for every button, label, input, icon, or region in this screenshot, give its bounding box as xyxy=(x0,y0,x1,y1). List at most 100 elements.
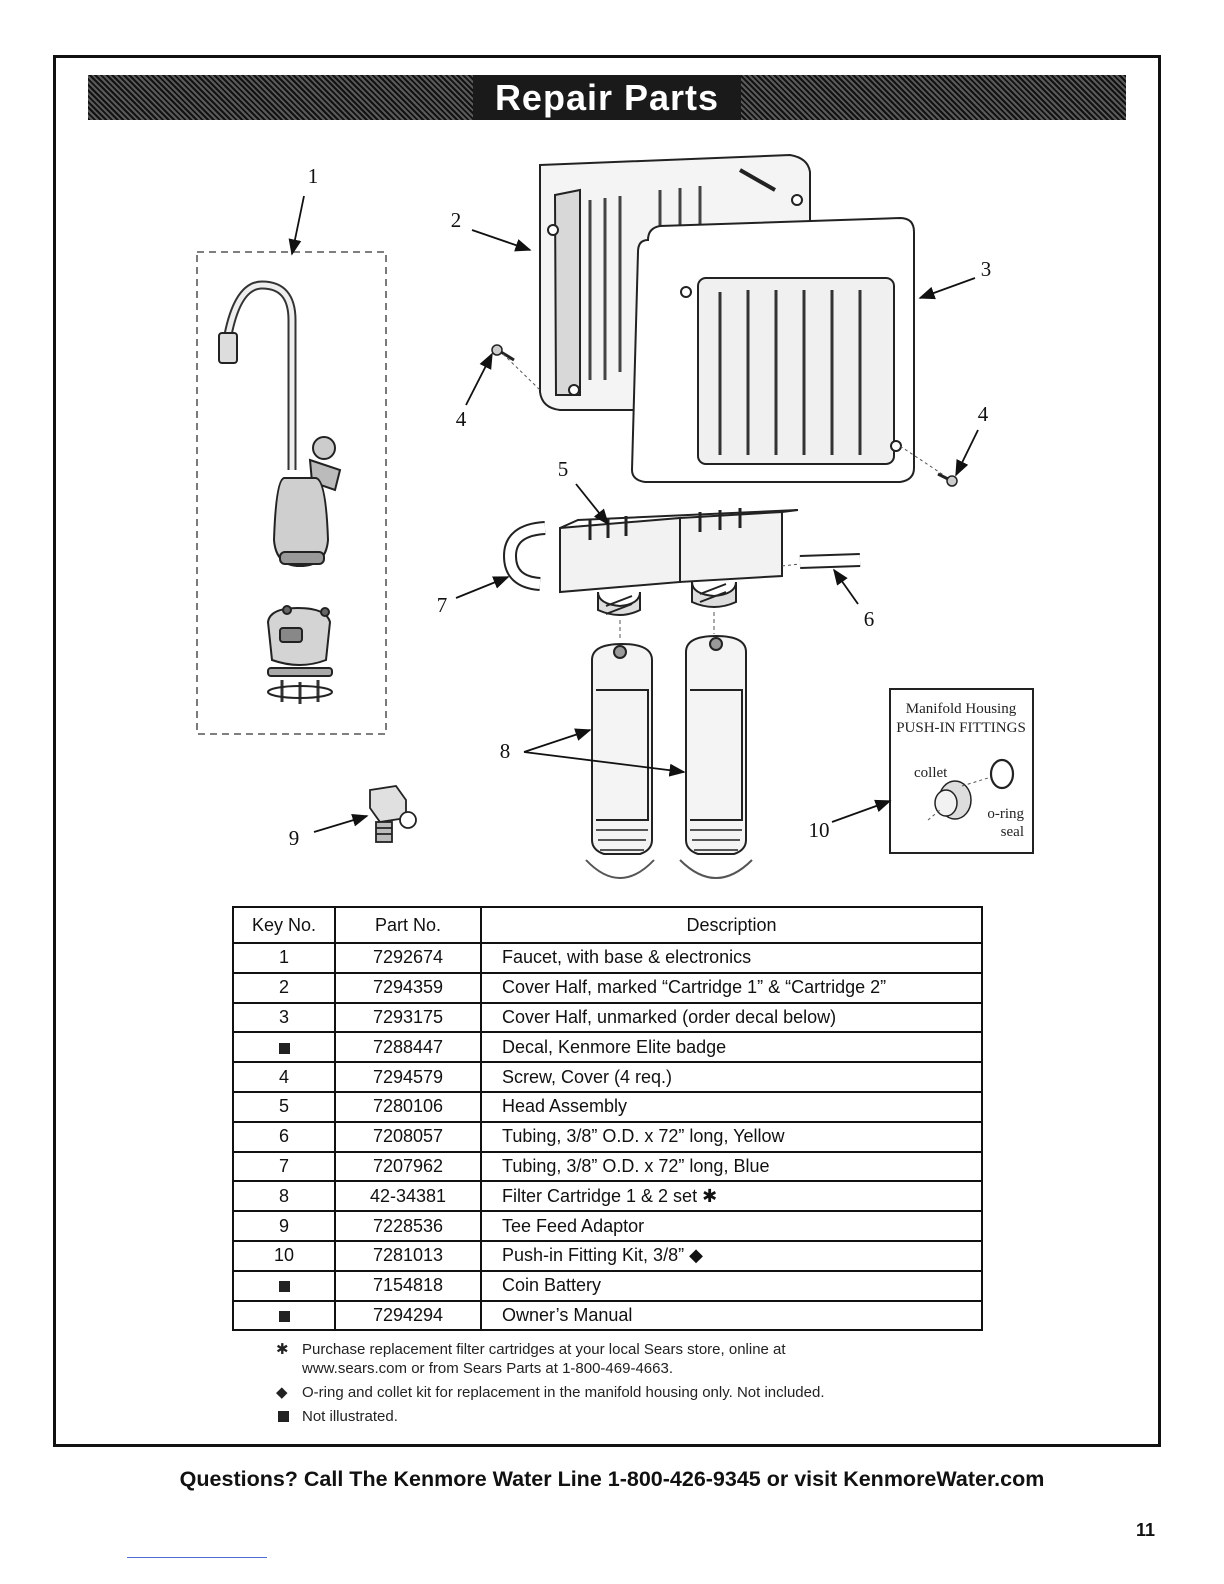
callout-4-left: 4 xyxy=(456,407,467,431)
not-illustrated-square-icon xyxy=(278,1042,290,1054)
banner-title: Repair Parts xyxy=(494,76,720,118)
inset-title-line1: Manifold Housing xyxy=(906,701,1017,717)
footnote-asterisk-line2: www.sears.com or from Sears Parts at 1-8… xyxy=(302,1360,673,1377)
footnote-square: Not illustrated. xyxy=(272,1407,972,1426)
table-row: 6 7208057 Tubing, 3/8” O.D. x 72” long, … xyxy=(232,1120,983,1153)
description-cell: Screw, Cover (4 req.) xyxy=(480,1061,983,1093)
callout-10: 10 xyxy=(809,818,830,842)
callout-2: 2 xyxy=(451,208,462,232)
yellow-tubing xyxy=(781,553,861,569)
inset-oring-label-line2: seal xyxy=(1001,824,1024,840)
key-no-cell: 2 xyxy=(232,971,336,1004)
column-header-key-no: Key No. xyxy=(232,906,336,944)
cover-screw-left xyxy=(491,344,515,362)
callout-7: 7 xyxy=(437,593,448,617)
key-no-cell: 6 xyxy=(232,1120,336,1153)
callout-4-right: 4 xyxy=(978,402,989,426)
table-row: 10 7281013 Push-in Fitting Kit, 3/8” ◆ xyxy=(232,1239,983,1272)
faucet-illustration xyxy=(218,280,342,704)
description-cell: Owner’s Manual xyxy=(480,1299,983,1332)
description-cell: Tubing, 3/8” O.D. x 72” long, Yellow xyxy=(480,1120,983,1153)
part-no-cell: 7207962 xyxy=(334,1150,482,1183)
cover-half-back xyxy=(539,153,811,411)
link-underline xyxy=(127,1557,267,1558)
key-no-cell: 9 xyxy=(232,1210,336,1242)
callout-arrows xyxy=(288,195,979,833)
column-header-part-no: Part No. xyxy=(334,906,482,944)
table-row: 3 7293175 Cover Half, unmarked (order de… xyxy=(232,1001,983,1034)
page-frame xyxy=(53,55,1161,1447)
table-row: 4 7294579 Screw, Cover (4 req.) xyxy=(232,1061,983,1093)
part-no-cell: 42-34381 xyxy=(334,1180,482,1213)
part-no-cell: 7288447 xyxy=(334,1031,482,1064)
parts-table: Key No. Part No. Description 1 7292674 F… xyxy=(232,906,983,1332)
diamond-icon: ◆ xyxy=(276,1384,288,1401)
table-row: 7288447 Decal, Kenmore Elite badge xyxy=(232,1031,983,1064)
inset-oring-label-line1: o-ring xyxy=(987,806,1024,822)
cover-screw-right xyxy=(937,472,958,487)
footnote-diamond-text: O-ring and collet kit for replacement in… xyxy=(302,1384,825,1401)
description-cell: Tee Feed Adaptor xyxy=(480,1210,983,1242)
part-no-cell: 7294359 xyxy=(334,971,482,1004)
inset-title-line2: PUSH-IN FITTINGS xyxy=(896,720,1026,736)
push-in-fittings-inset xyxy=(889,688,1034,854)
key-no-cell xyxy=(232,1299,336,1332)
callout-6: 6 xyxy=(864,607,875,631)
description-cell: Head Assembly xyxy=(480,1090,983,1123)
key-no-cell: 5 xyxy=(232,1090,336,1123)
description-cell: Coin Battery xyxy=(480,1269,983,1302)
description-cell: Push-in Fitting Kit, 3/8” ◆ xyxy=(480,1239,983,1272)
asterisk-icon: ✱ xyxy=(276,1341,289,1358)
part-no-cell: 7294579 xyxy=(334,1061,482,1093)
description-cell: Decal, Kenmore Elite badge xyxy=(480,1031,983,1064)
key-no-cell xyxy=(232,1269,336,1302)
description-cell: Tubing, 3/8” O.D. x 72” long, Blue xyxy=(480,1150,983,1183)
key-no-cell: 3 xyxy=(232,1001,336,1034)
exploded-parts-diagram: Manifold Housing PUSH-IN FITTINGS collet… xyxy=(196,153,1034,879)
table-row: 9 7228536 Tee Feed Adaptor xyxy=(232,1210,983,1242)
callout-8: 8 xyxy=(500,739,511,763)
footer-contact-line: Questions? Call The Kenmore Water Line 1… xyxy=(179,1467,1045,1491)
not-illustrated-square-icon xyxy=(278,1280,290,1292)
part-no-cell: 7154818 xyxy=(334,1269,482,1302)
not-illustrated-square-icon xyxy=(278,1310,290,1322)
parts-table-header-row: Key No. Part No. Description xyxy=(232,906,983,944)
description-cell: Faucet, with base & electronics xyxy=(480,942,983,974)
key-no-cell: 4 xyxy=(232,1061,336,1093)
footnote-asterisk: ✱ Purchase replacement filter cartridges… xyxy=(272,1340,972,1378)
part-no-cell: 7228536 xyxy=(334,1210,482,1242)
part-no-cell: 7294294 xyxy=(334,1299,482,1332)
key-no-cell: 1 xyxy=(232,942,336,974)
banner-title-backdrop: Repair Parts xyxy=(472,75,742,120)
footnotes: ✱ Purchase replacement filter cartridges… xyxy=(272,1340,972,1431)
key-no-cell: 10 xyxy=(232,1239,336,1272)
inset-collet-label: collet xyxy=(914,765,948,781)
part-no-cell: 7281013 xyxy=(334,1239,482,1272)
callout-5: 5 xyxy=(558,457,569,481)
table-row: 7154818 Coin Battery xyxy=(232,1269,983,1302)
collet-illustration xyxy=(927,777,989,821)
part-no-cell: 7208057 xyxy=(334,1120,482,1153)
part-no-cell: 7293175 xyxy=(334,1001,482,1034)
callout-1: 1 xyxy=(308,164,319,188)
footnote-diamond: ◆ O-ring and collet kit for replacement … xyxy=(272,1383,972,1402)
page-number: 11 xyxy=(1136,1520,1156,1540)
footnote-square-text: Not illustrated. xyxy=(302,1408,398,1425)
footnote-asterisk-line1: Purchase replacement filter cartridges a… xyxy=(302,1341,786,1358)
description-cell: Filter Cartridge 1 & 2 set ✱ xyxy=(480,1180,983,1213)
key-no-cell xyxy=(232,1031,336,1064)
table-row: 8 42-34381 Filter Cartridge 1 & 2 set ✱ xyxy=(232,1180,983,1213)
table-row: 7294294 Owner’s Manual xyxy=(232,1299,983,1332)
description-cell: Cover Half, marked “Cartridge 1” & “Cart… xyxy=(480,971,983,1004)
oring-illustration xyxy=(989,758,1015,790)
table-row: 5 7280106 Head Assembly xyxy=(232,1090,983,1123)
tee-feed-adaptor xyxy=(369,785,417,843)
cover-half-front xyxy=(630,216,915,483)
blue-tubing xyxy=(504,523,546,589)
table-row: 7 7207962 Tubing, 3/8” O.D. x 72” long, … xyxy=(232,1150,983,1183)
filter-cartridges xyxy=(585,612,753,879)
square-icon xyxy=(278,1411,289,1422)
part-no-cell: 7280106 xyxy=(334,1090,482,1123)
part-no-cell: 7292674 xyxy=(334,942,482,974)
section-banner: Repair Parts xyxy=(88,75,1126,120)
